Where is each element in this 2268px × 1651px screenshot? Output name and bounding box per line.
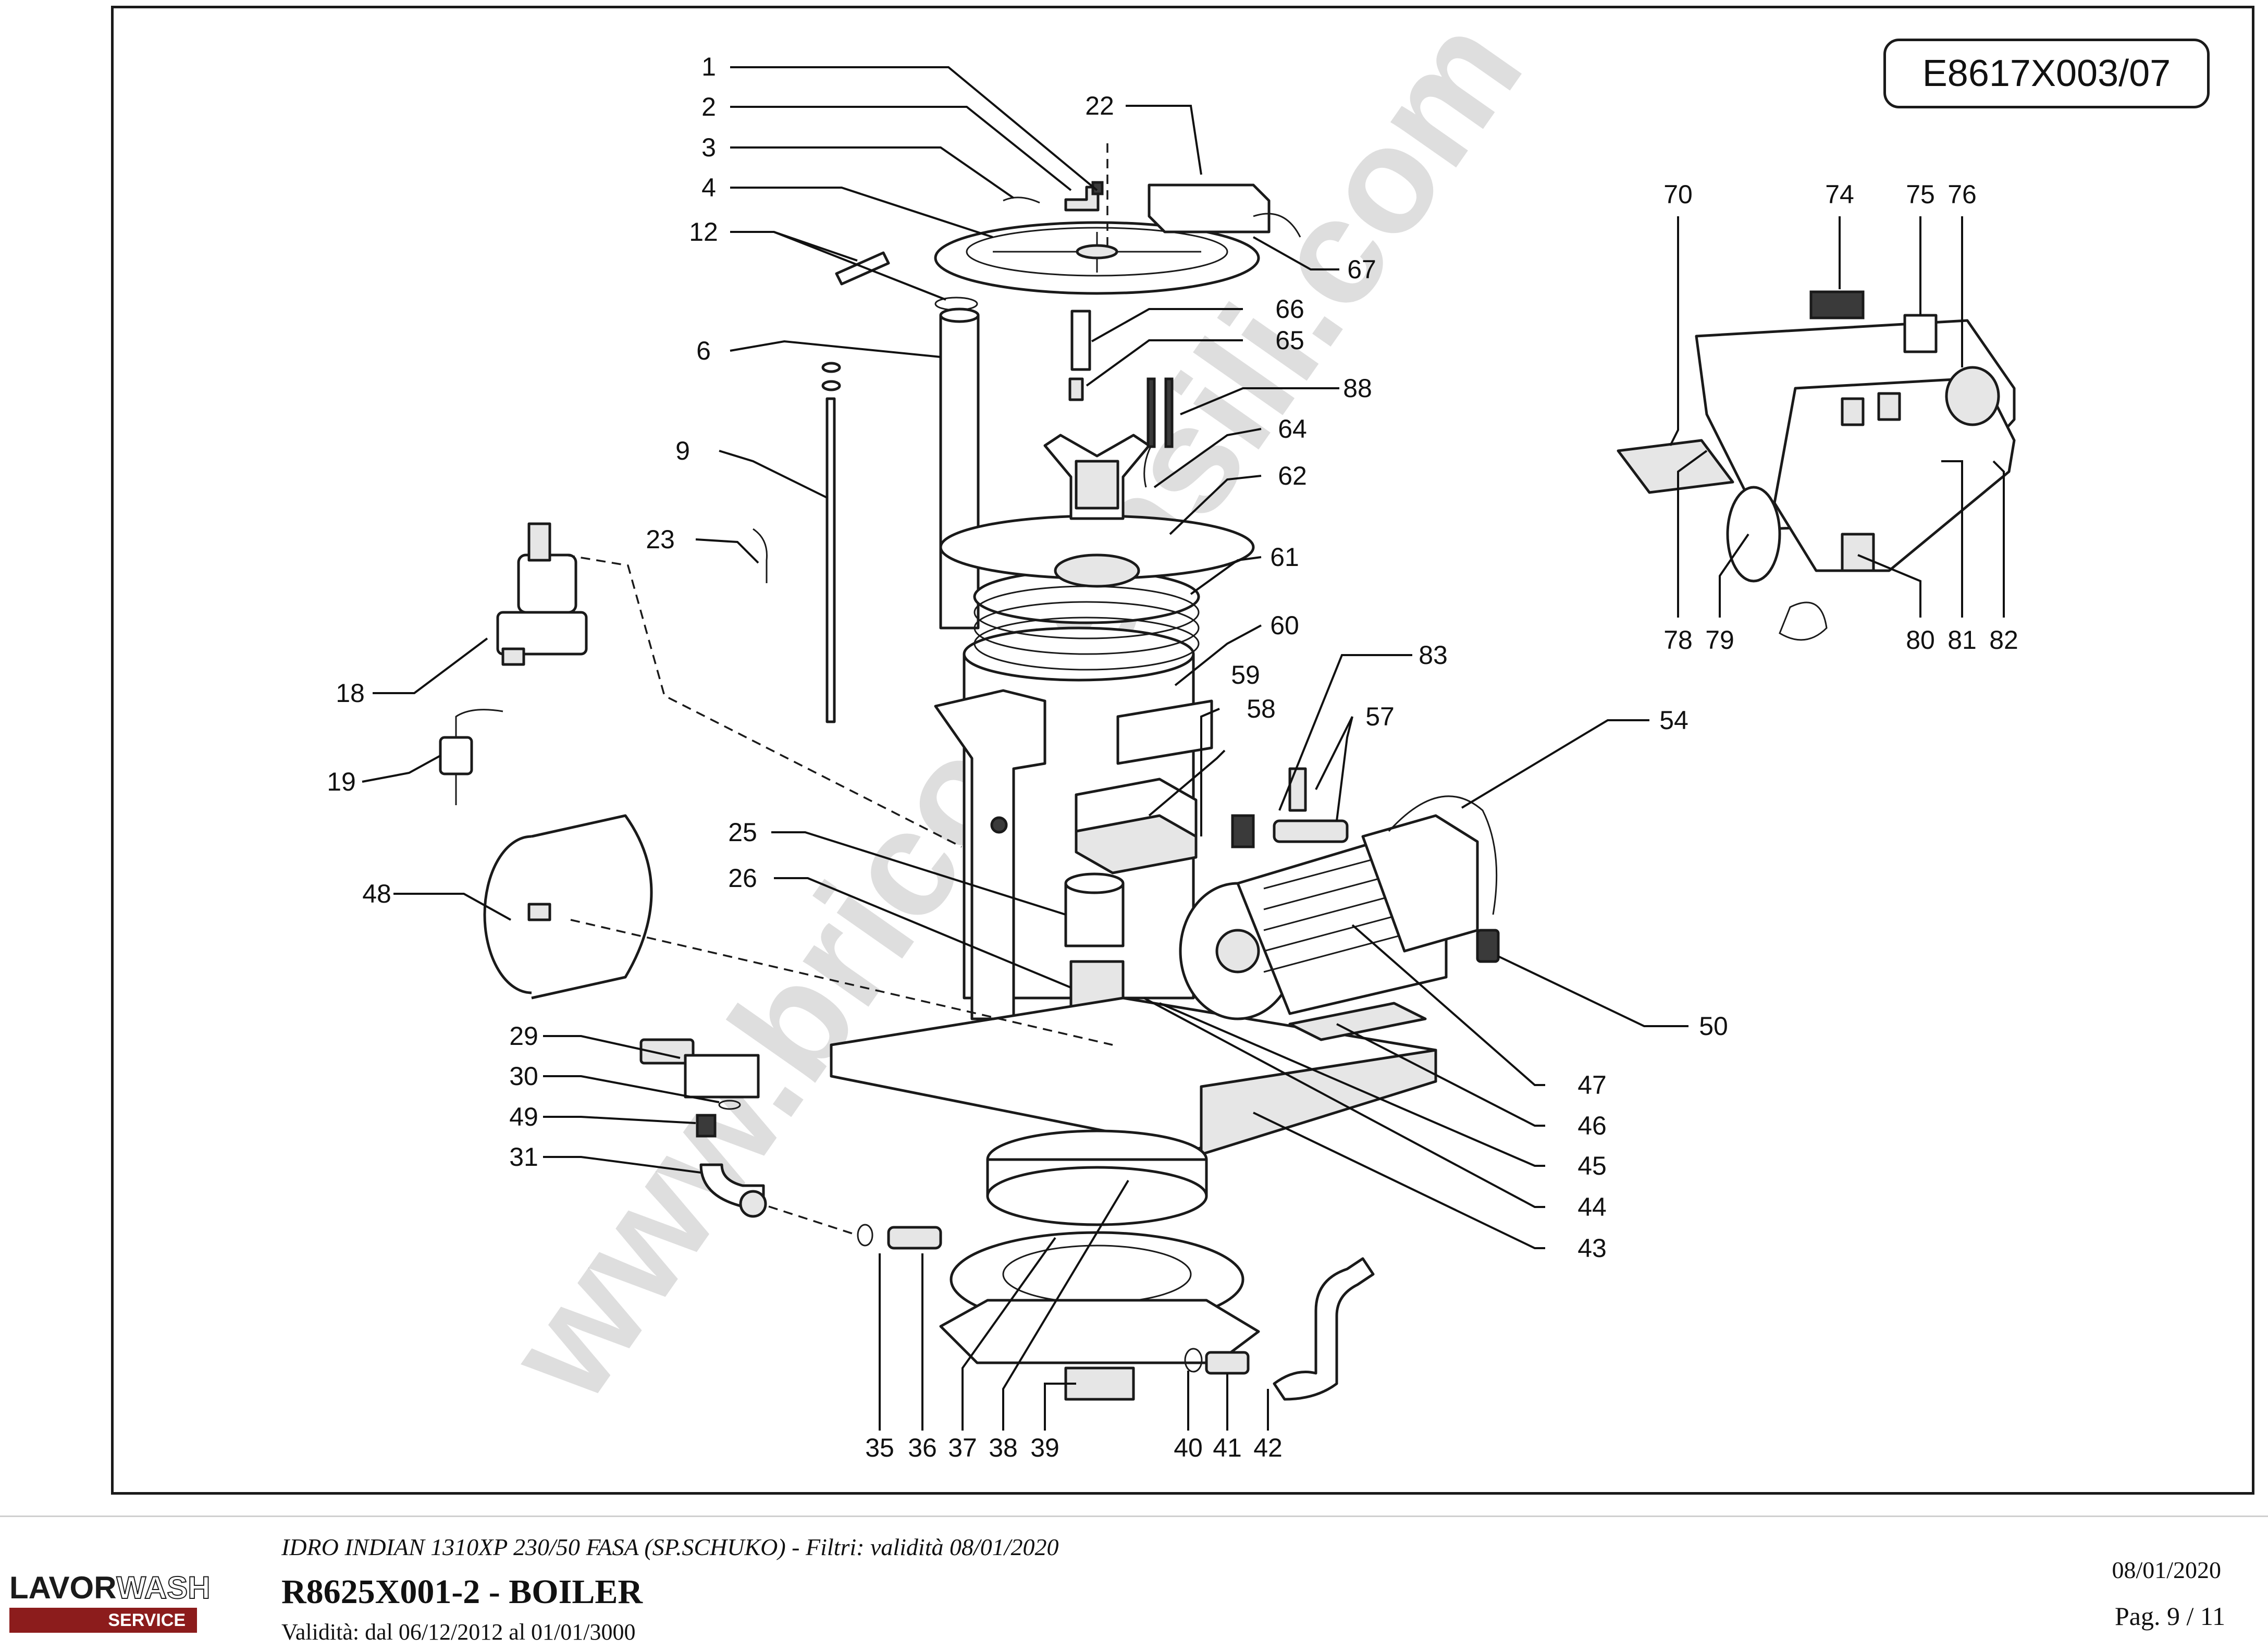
callout-4: 4: [701, 173, 716, 202]
pump-fittings: [1231, 767, 1349, 848]
callout-31: 31: [509, 1142, 538, 1172]
callout-12: 12: [689, 217, 718, 247]
logo-text-lavor: LAVOR: [9, 1570, 117, 1605]
callout-43: 43: [1577, 1234, 1607, 1263]
extension-tube: [1070, 310, 1091, 371]
callout-74: 74: [1825, 180, 1854, 209]
callout-45: 45: [1577, 1151, 1607, 1180]
validity-range: Validità: dal 06/12/2012 al 01/01/3000: [281, 1619, 636, 1645]
callout-9: 9: [675, 436, 690, 465]
callout-54: 54: [1659, 706, 1688, 735]
callout-41: 41: [1213, 1433, 1242, 1462]
callout-65: 65: [1275, 326, 1304, 355]
document-title: R8625X001-2 - BOILER: [281, 1573, 643, 1611]
callout-57: 57: [1365, 702, 1395, 731]
callout-37: 37: [948, 1433, 977, 1462]
rod: [821, 362, 841, 723]
nipple-fittings: [857, 1224, 942, 1250]
callout-58: 58: [1247, 694, 1276, 723]
solenoid-pump: [496, 522, 588, 666]
callout-48: 48: [362, 879, 391, 908]
callout-79: 79: [1705, 625, 1734, 655]
page-number: Pag. 9 / 11: [2114, 1601, 2225, 1631]
electrodes: [1143, 377, 1174, 488]
callout-61: 61: [1270, 543, 1299, 572]
fuel-filter: [439, 709, 503, 805]
drawing-frame: www.bricoutensili.com: [111, 6, 2254, 1495]
model-description: IDRO INDIAN 1310XP 230/50 FASA (SP.SCHUK…: [281, 1534, 1059, 1560]
leader-lines: [362, 66, 2005, 1431]
callout-81: 81: [1947, 625, 1977, 655]
callout-46: 46: [1577, 1111, 1607, 1140]
base-frame: [830, 996, 1437, 1156]
callout-22: 22: [1085, 91, 1114, 120]
callout-labels: 1 2 3 4 12 6 9 23 18 19 48 25 26 29 30 4…: [327, 52, 2018, 1462]
callout-36: 36: [908, 1433, 937, 1462]
drawing-code: E8617X003/07: [1883, 39, 2210, 108]
callout-66: 66: [1275, 294, 1304, 324]
callout-60: 60: [1270, 611, 1299, 640]
callout-49: 49: [509, 1102, 538, 1131]
callout-6: 6: [696, 336, 711, 365]
electric-motor: [1179, 814, 1479, 1041]
bracket: [1116, 699, 1213, 765]
callout-35: 35: [865, 1433, 894, 1462]
callout-2: 2: [701, 92, 716, 121]
footer-divider: [0, 1516, 2268, 1517]
callout-26: 26: [728, 864, 757, 893]
callout-19: 19: [327, 767, 356, 796]
ignition-transformer: [1148, 183, 1301, 238]
callout-1: 1: [701, 52, 716, 81]
callout-29: 29: [509, 1021, 538, 1051]
control-box: [1617, 290, 2016, 641]
callout-18: 18: [336, 679, 365, 708]
dashed-link: [565, 554, 962, 848]
callout-88: 88: [1343, 374, 1372, 403]
callout-62: 62: [1278, 461, 1307, 490]
screw: [1476, 929, 1500, 963]
probe: [753, 528, 768, 583]
unloader-valve: [639, 1038, 767, 1218]
callout-23: 23: [646, 525, 675, 554]
top-cover: [934, 221, 1260, 295]
callout-83: 83: [1419, 640, 1448, 670]
nozzle: [1068, 377, 1084, 401]
callout-39: 39: [1030, 1433, 1059, 1462]
callout-59: 59: [1231, 660, 1260, 689]
outlet-fittings: [1184, 1257, 1375, 1401]
callout-67: 67: [1347, 255, 1376, 284]
burner-plate: [939, 514, 1255, 588]
callout-3: 3: [701, 133, 716, 162]
callout-25: 25: [728, 818, 757, 847]
callout-38: 38: [989, 1433, 1018, 1462]
callout-70: 70: [1663, 180, 1693, 209]
logo-text-wash: WASH: [116, 1570, 211, 1605]
callout-75: 75: [1906, 180, 1935, 209]
callout-80: 80: [1906, 625, 1935, 655]
callout-50: 50: [1699, 1012, 1728, 1041]
clip: [835, 251, 890, 286]
small-tube: [1003, 196, 1040, 204]
heating-coil: [973, 569, 1200, 671]
chimney-pipe: [939, 307, 980, 630]
pump-head: [1388, 795, 1498, 915]
circuit-board: [1075, 778, 1198, 874]
callout-78: 78: [1663, 625, 1693, 655]
callout-82: 82: [1989, 625, 2018, 655]
document-date: 08/01/2020: [2112, 1557, 2221, 1583]
elbow-fitting: [1064, 143, 1108, 248]
exploded-parts-diagram: www.bricoutensili.com: [327, 8, 2018, 1462]
dashed-link: [768, 1205, 858, 1236]
callout-76: 76: [1947, 180, 1977, 209]
callout-42: 42: [1253, 1433, 1283, 1462]
logo-service-bar: SERVICE: [9, 1608, 197, 1633]
callout-47: 47: [1577, 1070, 1607, 1100]
callout-44: 44: [1577, 1192, 1607, 1222]
callout-30: 30: [509, 1062, 538, 1091]
burner-head: [1043, 434, 1151, 520]
callout-40: 40: [1174, 1433, 1203, 1462]
callout-64: 64: [1278, 414, 1307, 443]
fan-cover: [483, 814, 653, 1000]
